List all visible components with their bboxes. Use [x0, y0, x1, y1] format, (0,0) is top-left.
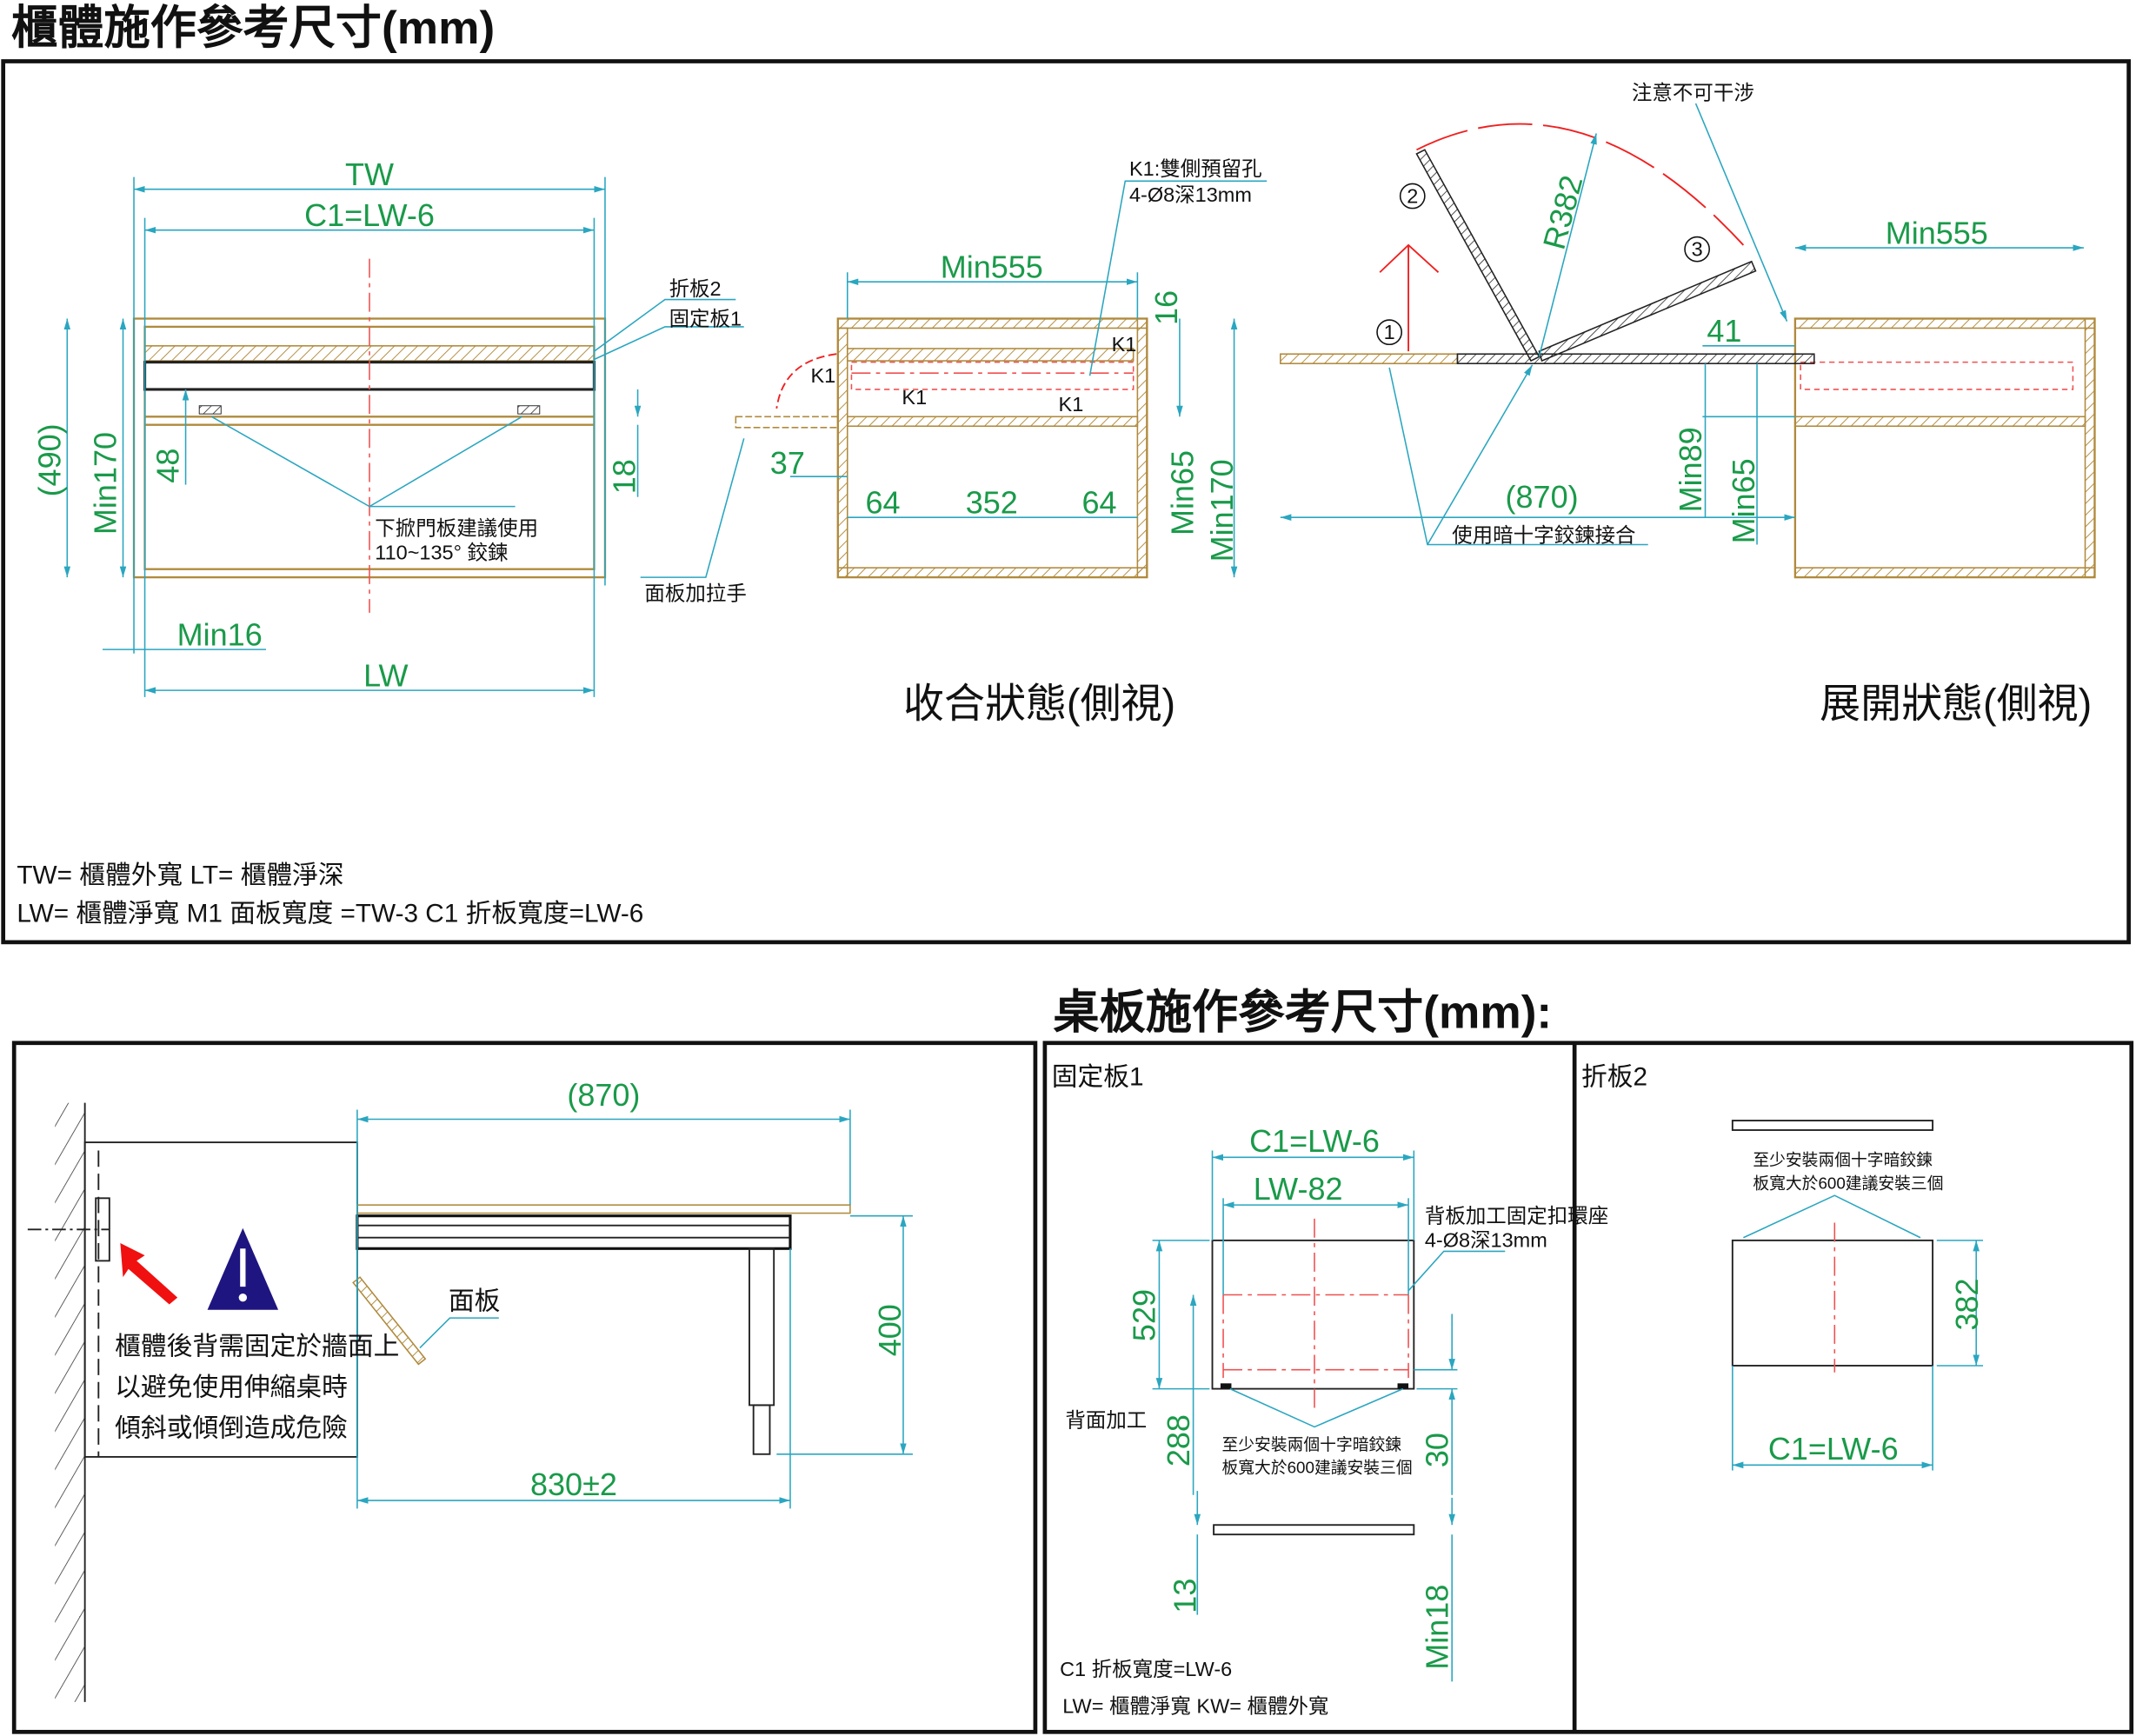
- boards-frame: [1042, 1041, 2134, 1734]
- warning-line: 以避免使用伸縮桌時: [115, 1373, 348, 1401]
- hinge-note-2: 板寬大於600建議安裝三個: [1221, 1459, 1412, 1477]
- red-arrow-icon: [120, 1243, 178, 1305]
- panel-label: 面板: [449, 1287, 501, 1316]
- warning-line: 櫃體後背需固定於牆面上: [115, 1332, 399, 1360]
- step-2-marker: [1399, 183, 1426, 210]
- dim-529: 529: [1127, 1289, 1162, 1341]
- slide-rail: [356, 1214, 792, 1250]
- dim-lw82: LW-82: [1254, 1171, 1343, 1207]
- legend-line-1: TW= 櫃體外寬 LT= 櫃體淨深: [17, 861, 343, 890]
- fixed-board-view: 固定板1 C1=LW-6 LW-82 背板加工固定扣環座 4-Ø8深13mm 5…: [1052, 1062, 1609, 1717]
- step-1-marker: [1376, 319, 1403, 346]
- dim-64-right: 64: [1081, 484, 1116, 520]
- legend-line-1: C1 折板寬度=LW-6: [1060, 1658, 1232, 1680]
- expanded-caption: 展開狀態(側視): [1820, 680, 2092, 726]
- dim-64-left: 64: [865, 484, 900, 520]
- fixed-board-title: 固定板1: [1052, 1062, 1144, 1091]
- legend-line-2: LW= 櫃體淨寬 M1 面板寬度 =TW-3 C1 折板寬度=LW-6: [17, 899, 643, 928]
- dim-16: 16: [1148, 290, 1184, 325]
- dim-min555: Min555: [941, 249, 1043, 285]
- dim-min555: Min555: [1886, 215, 1988, 250]
- cabinet-section-frame: [1, 59, 2131, 945]
- dim-min65: Min65: [1726, 458, 1761, 543]
- dim-400: 400: [872, 1304, 908, 1356]
- dim-48: 48: [150, 449, 186, 483]
- cabinet-section-title: 櫃體施作參考尺寸(mm): [11, 3, 495, 54]
- warning-line: 傾斜或傾倒造成危險: [115, 1413, 348, 1442]
- side-view-frame: [11, 1041, 1038, 1734]
- tabletop: [356, 1204, 851, 1214]
- dim-870: (870): [1506, 479, 1579, 515]
- k1-note-2: 4-Ø8深13mm: [1129, 183, 1252, 206]
- dim-288: 288: [1161, 1414, 1196, 1467]
- cabinet-outline: [1793, 317, 2096, 579]
- dim-870: (870): [567, 1077, 640, 1113]
- dim-30: 30: [1419, 1433, 1454, 1467]
- dim-c1: C1=LW-6: [1249, 1123, 1380, 1159]
- hinge-note-1: 下掀門板建議使用: [375, 517, 538, 540]
- k1-label: K1: [810, 364, 835, 387]
- dim-c1: C1=LW-6: [1768, 1431, 1899, 1467]
- step-3-label: 3: [1692, 237, 1703, 260]
- wall-hatch: [55, 1102, 85, 1702]
- hinge-note: 使用暗十字鉸鍊接合: [1452, 523, 1635, 546]
- legend-line-2: LW= 櫃體淨寬 KW= 櫃體外寬: [1062, 1694, 1328, 1717]
- fold-board-view: 折板2 至少安裝兩個十字暗鉸鍊 板寬大於600建議安裝三個 382 C1=LW-…: [1581, 1062, 1985, 1471]
- board-outline: [1211, 1239, 1415, 1390]
- dim-830: 830±2: [530, 1467, 617, 1502]
- dim-13: 13: [1168, 1579, 1203, 1613]
- dim-min65: Min65: [1165, 450, 1201, 535]
- k1-label: K1: [1112, 333, 1137, 356]
- handle-note: 面板加拉手: [644, 582, 746, 605]
- dim-min18: Min18: [1419, 1585, 1454, 1670]
- hinge-plate: [1731, 1120, 1934, 1131]
- fold-board-title: 折板2: [1581, 1062, 1647, 1091]
- interference-warning: 注意不可干涉: [1632, 81, 1754, 103]
- dim-r382: R382: [1536, 171, 1590, 253]
- k1-label: K1: [902, 386, 927, 409]
- hinge-note-1: 至少安裝兩個十字暗鉸鍊: [1221, 1435, 1401, 1453]
- k1-note-1: K1:雙側預留孔: [1129, 157, 1262, 180]
- dim-382: 382: [1949, 1278, 1985, 1330]
- dim-min170: Min170: [1204, 459, 1240, 562]
- label-fold-board: 折板2: [669, 277, 722, 300]
- dim-min89: Min89: [1673, 427, 1708, 512]
- k1-label: K1: [1059, 393, 1084, 416]
- desk-section-title: 桌板施作參考尺寸(mm):: [1053, 988, 1552, 1039]
- dim-min170: Min170: [88, 432, 123, 535]
- label-fixed-board: 固定板1: [669, 307, 742, 329]
- expanded-side-view: 注意不可干涉 R382 1 2 3 Min555 41 (870) 使用暗十字鉸…: [1280, 81, 2096, 726]
- dim-c1: C1=LW-6: [304, 197, 435, 233]
- dim-41: 41: [1707, 313, 1741, 349]
- board-outline: [1731, 1239, 1934, 1367]
- step-3-marker: [1684, 236, 1710, 263]
- dim-18: 18: [606, 459, 642, 494]
- back-note-2: 4-Ø8深13mm: [1425, 1229, 1547, 1252]
- collapsed-caption: 收合狀態(側視): [903, 680, 1175, 726]
- step-2-label: 2: [1407, 184, 1418, 207]
- dim-352: 352: [966, 484, 1018, 520]
- hinge-plate: [1213, 1524, 1415, 1536]
- dim-lw: LW: [363, 657, 408, 693]
- back-note-1: 背板加工固定扣環座: [1425, 1205, 1608, 1227]
- dim-tw: TW: [345, 156, 394, 192]
- dim-37: 37: [770, 445, 805, 481]
- step-1-label: 1: [1384, 321, 1395, 343]
- hinge-note-1: 至少安裝兩個十字暗鉸鍊: [1753, 1151, 1933, 1169]
- front-view: TW C1=LW-6 Min16 LW (490) Min170 48 18 折…: [31, 156, 747, 697]
- desk-side-view: (870) 830±2 400 面板 櫃體後背需固定於牆面上 以避免使用伸縮桌時…: [27, 1077, 913, 1702]
- dim-min16: Min16: [177, 616, 263, 652]
- dim-490: (490): [31, 423, 67, 496]
- hinge-note-2: 板寬大於600建議安裝三個: [1753, 1174, 1943, 1192]
- back-label: 背面加工: [1065, 1408, 1147, 1431]
- collapsed-side-view: Min555 K1:雙側預留孔 4-Ø8深13mm 16 K1 K1 K1 K1…: [735, 157, 1268, 726]
- desk-leg: [749, 1247, 775, 1407]
- hinge-note-2: 110~135° 鉸鍊: [375, 542, 508, 564]
